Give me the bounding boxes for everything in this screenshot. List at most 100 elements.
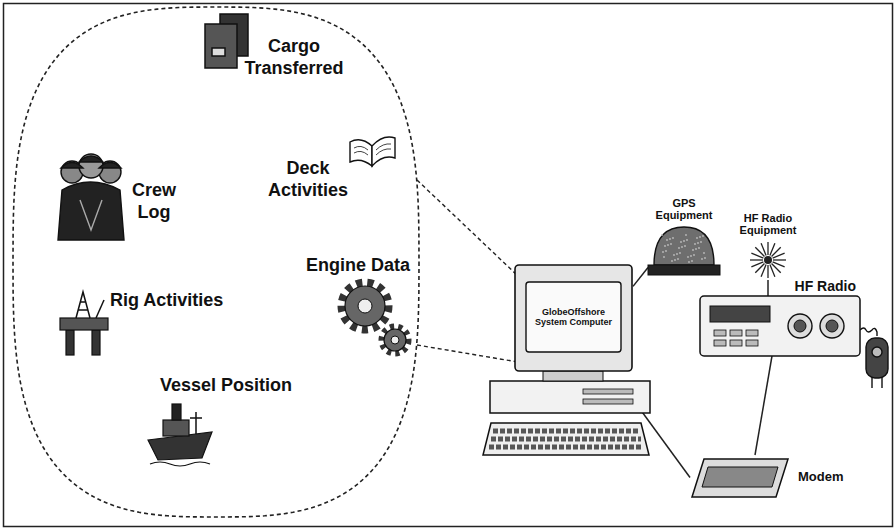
book-icon xyxy=(354,144,391,155)
gps-dome xyxy=(672,237,674,239)
gps-dome xyxy=(677,258,679,260)
cable xyxy=(633,268,648,287)
computer-shape xyxy=(483,263,633,458)
gps-dome xyxy=(678,247,680,249)
radio-button xyxy=(730,330,742,336)
antenna-symbol xyxy=(767,265,768,278)
gps-dome xyxy=(654,227,714,265)
crew-icon xyxy=(80,200,102,230)
antenna-symbol xyxy=(773,259,786,260)
gps-dome xyxy=(661,234,663,236)
keyboard-keys xyxy=(489,445,643,450)
gps-dome xyxy=(699,236,701,238)
node-label: Modem xyxy=(798,470,844,485)
gps-dome xyxy=(687,256,689,258)
modem-box xyxy=(702,467,778,487)
computer-node: GlobeOffshore System Computer xyxy=(483,263,633,458)
gears-icon xyxy=(342,283,388,329)
gps-dome xyxy=(697,242,699,244)
radio-button xyxy=(730,340,742,346)
dome-node: GPS Equipment xyxy=(648,225,720,275)
antenna-symbol xyxy=(770,265,775,277)
modem-box xyxy=(692,459,788,497)
cable xyxy=(767,280,769,296)
crew-icon xyxy=(79,156,103,162)
monitor-stand xyxy=(543,371,603,381)
gps-dome xyxy=(704,257,706,259)
antenna-symbol xyxy=(751,262,763,267)
gps-dome xyxy=(702,235,704,237)
book-icon xyxy=(372,137,395,166)
radio-button xyxy=(746,330,758,336)
gps-dome xyxy=(692,249,694,251)
drive-slot xyxy=(583,389,633,394)
antenna-node: HF Radio Equipment xyxy=(748,240,788,280)
gps-dome xyxy=(703,252,705,254)
ship-icon xyxy=(150,462,210,466)
system-unit xyxy=(490,381,650,413)
gps-dome xyxy=(701,258,703,260)
gps-dome xyxy=(698,247,700,249)
node-label: GPS Equipment xyxy=(649,197,719,222)
gps-dome xyxy=(679,252,681,254)
zoom-leader xyxy=(417,180,518,276)
gps-dome xyxy=(676,253,678,255)
gps-dome xyxy=(694,243,696,245)
microphone xyxy=(872,347,882,357)
antenna-symbol xyxy=(773,253,785,258)
gears-icon xyxy=(358,299,372,313)
gps-dome xyxy=(670,243,672,245)
cargo-icon xyxy=(212,48,225,56)
dome-shape xyxy=(648,225,720,275)
book-icon xyxy=(350,140,372,166)
radio-knob xyxy=(788,314,812,338)
gps-dome xyxy=(695,248,697,250)
antenna-symbol xyxy=(750,259,763,260)
radio-node: HF Radio xyxy=(700,296,860,356)
crew-icon xyxy=(58,182,124,240)
zoom-leader xyxy=(417,345,518,362)
gps-dome xyxy=(662,251,664,253)
gps-dome xyxy=(686,239,688,241)
gps-dome xyxy=(673,254,675,256)
gears-icon xyxy=(384,329,406,351)
gps-dome xyxy=(667,244,669,246)
crew-icon xyxy=(58,154,124,240)
antenna-symbol xyxy=(767,242,768,255)
radio-body xyxy=(700,296,860,356)
book-icon xyxy=(350,137,395,166)
keyboard-keys xyxy=(493,429,639,434)
radio-shape xyxy=(700,296,860,356)
gps-dome xyxy=(696,237,698,239)
keyboard-keys xyxy=(491,437,641,442)
rig-icon xyxy=(60,318,108,330)
radio-button xyxy=(746,340,758,346)
gps-dome xyxy=(688,261,690,263)
microphone xyxy=(872,378,882,388)
item-label: Deck Activities xyxy=(262,158,354,201)
antenna-symbol xyxy=(764,256,772,264)
node-label: GlobeOffshore System Computer xyxy=(529,285,618,349)
gears-icon xyxy=(382,327,408,353)
modem-node: Modem xyxy=(690,455,790,500)
gps-dome xyxy=(666,239,668,241)
gps-dome xyxy=(664,245,666,247)
gps-dome xyxy=(693,254,695,256)
item-label: Rig Activities xyxy=(110,290,223,312)
gps-dome xyxy=(671,260,673,262)
gps-dome xyxy=(669,238,671,240)
modem-shape xyxy=(690,455,790,500)
gps-dome xyxy=(700,241,702,243)
item-label: Vessel Position xyxy=(160,375,292,397)
keyboard xyxy=(483,423,649,455)
ship-icon xyxy=(148,404,212,466)
gps-dome xyxy=(685,234,687,236)
rig-icon xyxy=(92,330,100,355)
drive-slot xyxy=(583,399,633,404)
antenna-symbol xyxy=(761,243,766,255)
radio-knob xyxy=(826,320,838,332)
crew-icon xyxy=(79,154,103,178)
microphone xyxy=(866,338,888,378)
node-label: HF Radio Equipment xyxy=(731,212,806,237)
